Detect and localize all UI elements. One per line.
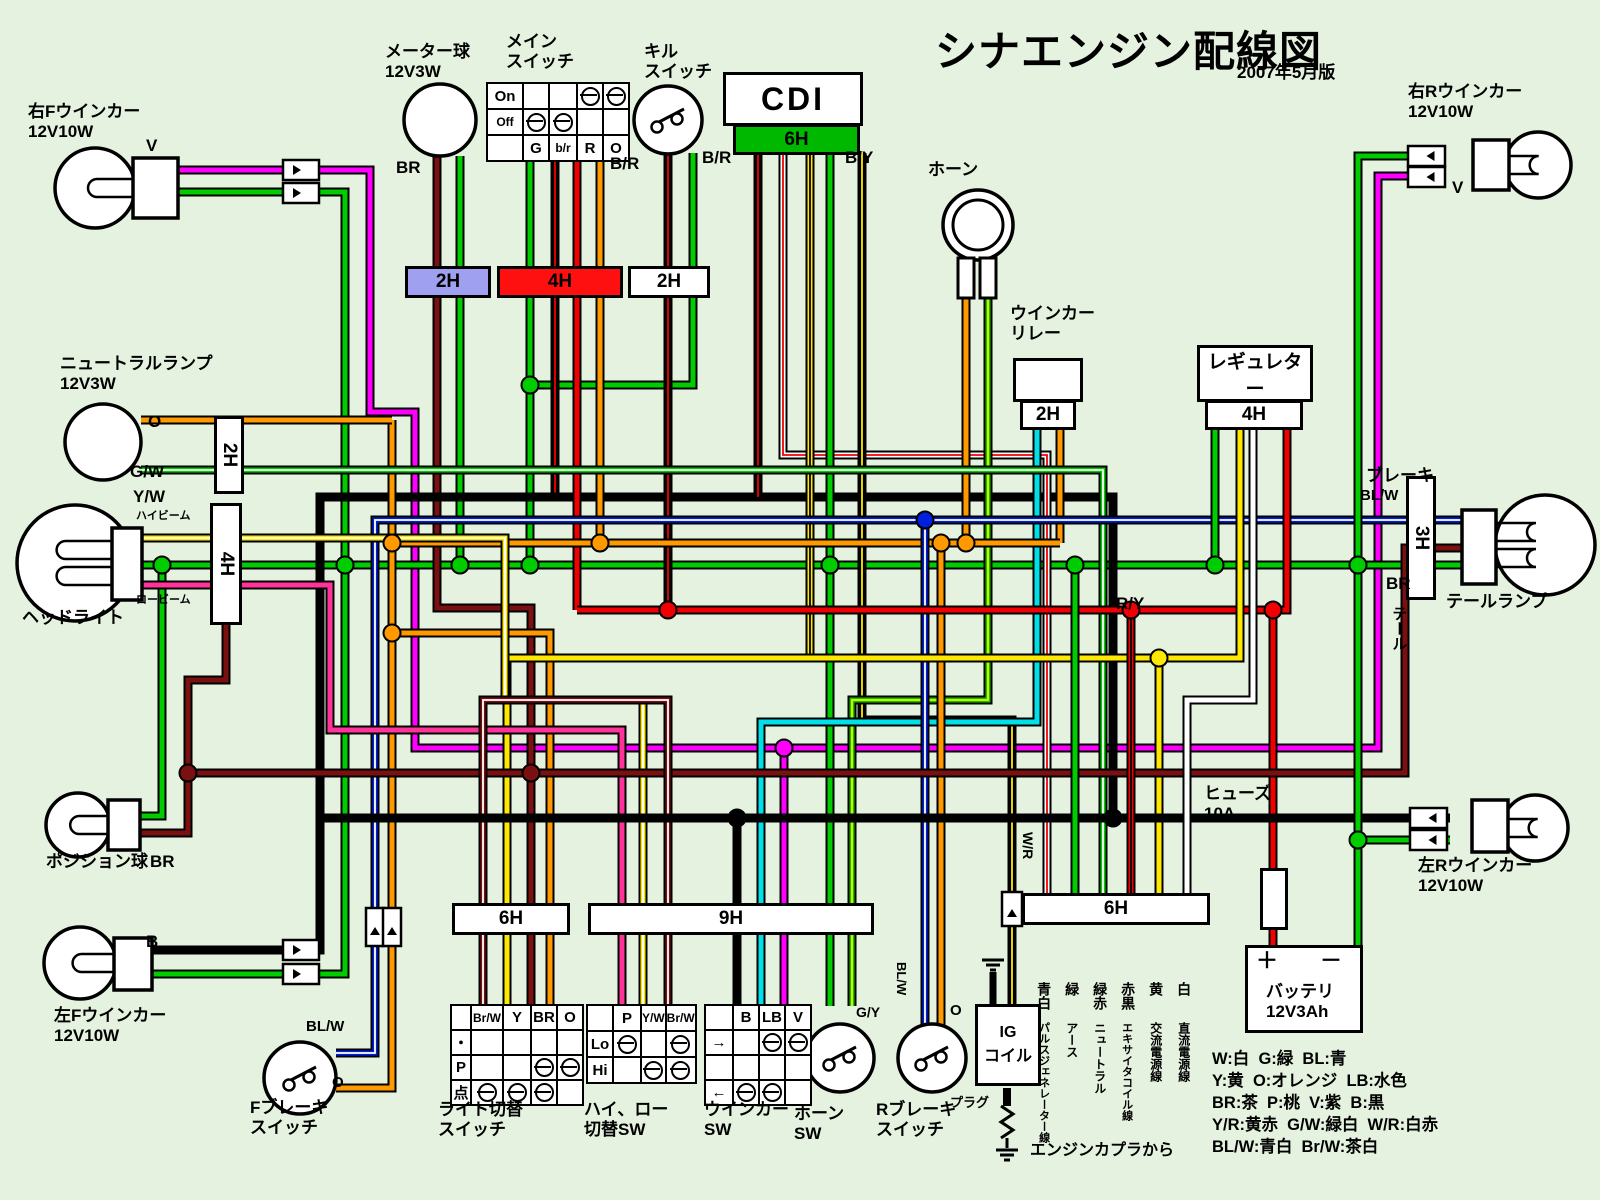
f-brake-switch: [262, 1040, 338, 1116]
junction-dot: [382, 533, 402, 553]
rr-conn-1: [1406, 144, 1447, 168]
rr-winker-bulb: [1471, 130, 1573, 200]
rf-conn-1: [281, 158, 321, 182]
rf-winker-bulb: [53, 146, 180, 230]
junction-dot: [956, 533, 976, 553]
tail-br-bus-wire: [188, 545, 1468, 776]
junction-dot: [520, 555, 540, 575]
junction-dot: [774, 738, 794, 758]
lr-winker-bulb: [1470, 793, 1570, 863]
horn: [941, 188, 1015, 300]
plug-ground-sym-ground-icon: [996, 1148, 1018, 1162]
meter-bulb-br-casing: [432, 156, 536, 773]
lf-conn-1: [281, 938, 321, 962]
winker-relay-lb-wire: [758, 428, 1040, 1006]
filament: [86, 177, 133, 199]
junction-dot: [1348, 830, 1368, 850]
rf-rr-winker-violet-wire: [178, 167, 1443, 751]
ig-conn: [1000, 890, 1024, 928]
filament: [1508, 817, 1538, 839]
rr-conn-2: [1406, 165, 1447, 189]
igcoil-ground-sym-ground-icon: [982, 958, 1004, 972]
junction-dot: [1149, 648, 1169, 668]
horn-sw: [804, 1022, 876, 1094]
rf-lf-winker-green-wire: [152, 189, 348, 977]
spark-plug-icon: [998, 1104, 1016, 1148]
brw-link-stripe: [482, 699, 669, 1006]
junction-dot: [915, 510, 935, 530]
junction-dot: [382, 623, 402, 643]
black-bus-wire: [152, 494, 1116, 953]
headlight-bulb: [15, 503, 144, 623]
fbrake-conn-2: [381, 906, 403, 948]
junction-dot: [1348, 555, 1368, 575]
junction-dot: [521, 763, 541, 783]
orange-vertical-wire: [336, 420, 395, 1091]
horn-gy-stripe: [851, 298, 989, 1006]
lr-conn-2: [1408, 828, 1449, 852]
filament: [55, 565, 112, 587]
fbrake-conn-1: [364, 906, 386, 948]
lf-conn-2: [281, 962, 321, 986]
junction-dot: [520, 375, 540, 395]
junction-dot: [820, 555, 840, 575]
filament: [1496, 547, 1537, 569]
engine-white-regulator-wire: [1184, 428, 1256, 896]
orange-branch-lightsw-wire: [392, 630, 553, 1006]
junction-dot: [335, 555, 355, 575]
red-bus-wire: [577, 428, 1290, 613]
r-brake-switch: [896, 1022, 968, 1094]
position-bulb-green-casing: [140, 565, 167, 821]
neutral-lamp: [63, 402, 143, 482]
junction-dot: [1121, 600, 1141, 620]
junction-dot: [1065, 555, 1085, 575]
yellow-bus-wire: [504, 428, 1243, 1006]
filament: [1496, 521, 1537, 543]
rr-winker-battery-green-wire: [1355, 153, 1410, 947]
junction-dot: [178, 763, 198, 783]
kill-switch: [632, 84, 704, 156]
headlight-br-position-casing: [140, 625, 231, 838]
lr-conn-1: [1408, 806, 1449, 830]
filament: [68, 814, 108, 836]
filament: [1509, 154, 1539, 176]
junction-dot: [1263, 600, 1283, 620]
neutral-lamp-gw-stripe: [141, 469, 1104, 896]
junction-dot: [658, 600, 678, 620]
cdi-wr-stripe: [782, 153, 1048, 896]
lf-winker-bulb: [42, 925, 154, 1001]
rf-conn-2: [281, 181, 321, 205]
headlight-br-position-wire: [140, 625, 229, 836]
junction-dot: [931, 533, 951, 553]
tail-lamp-bulb: [1460, 493, 1597, 597]
meter-bulb-br-wire: [434, 156, 534, 773]
kill-switch-g-wire: [530, 153, 696, 388]
position-bulb-green-wire: [140, 565, 165, 819]
junction-dot: [152, 555, 172, 575]
meter-bulb: [402, 82, 478, 158]
junction-dot: [590, 533, 610, 553]
filament: [71, 952, 114, 974]
filament: [55, 539, 112, 561]
junction-dot: [1103, 808, 1123, 828]
position-bulb: [44, 791, 142, 859]
junction-dot: [1205, 555, 1225, 575]
junction-dot: [450, 555, 470, 575]
junction-dot: [727, 808, 747, 828]
